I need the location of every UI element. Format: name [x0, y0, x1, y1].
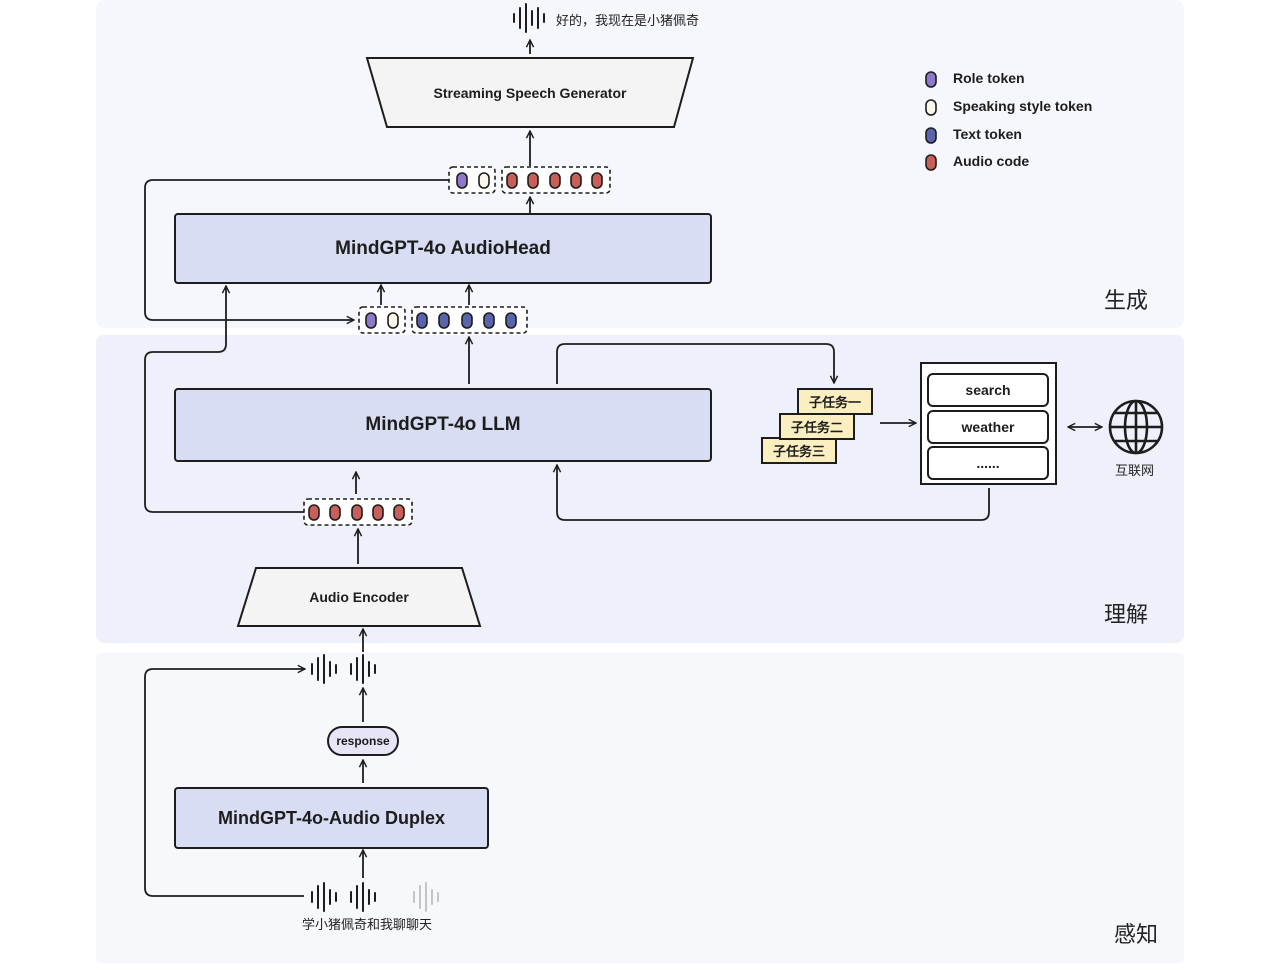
subtask-card: 子任务一 — [797, 388, 873, 415]
audio-code-token — [329, 504, 341, 521]
audio-head-box: MindGPT-4o AudioHead — [174, 213, 712, 284]
audio-code-token — [372, 504, 384, 521]
audio-encoder-shape — [236, 567, 482, 627]
subtask-card: 子任务二 — [779, 413, 855, 440]
legend-role-label: Role token — [953, 70, 1025, 86]
llm-box: MindGPT-4o LLM — [174, 388, 712, 462]
audio-code-token — [591, 172, 603, 189]
legend-style-token — [925, 99, 937, 116]
tool-search: search — [927, 373, 1049, 407]
feedback-connector — [144, 179, 449, 320]
style-token — [387, 312, 399, 329]
response-pill: response — [327, 726, 399, 756]
text-token — [483, 312, 495, 329]
waveform-icon — [311, 882, 376, 912]
tool-more: ...... — [927, 446, 1049, 480]
legend-style-label: Speaking style token — [953, 98, 1093, 114]
speech-generator-shape — [365, 57, 695, 128]
audio-code-token — [527, 172, 539, 189]
text-token — [505, 312, 517, 329]
waveform-icon — [311, 654, 376, 684]
faded-waveform-icon — [413, 882, 439, 912]
waveform-icon — [513, 3, 545, 33]
legend-text-label: Text token — [953, 126, 1022, 142]
text-token — [416, 312, 428, 329]
audio-code-token — [506, 172, 518, 189]
feedback-connector — [144, 286, 304, 513]
audio-code-token — [570, 172, 582, 189]
speech-generator-label: Streaming Speech Generator — [433, 84, 627, 101]
legend-audio-label: Audio code — [953, 153, 1030, 169]
feedback-connector — [144, 669, 305, 897]
role-token — [365, 312, 377, 329]
legend-text-token — [925, 127, 937, 144]
internet-label: 互联网 — [1115, 464, 1155, 479]
section-label-generation: 生成 — [1104, 289, 1149, 314]
duplex-box: MindGPT-4o-Audio Duplex — [174, 787, 489, 849]
audio-code-token — [308, 504, 320, 521]
section-label-understanding: 理解 — [1104, 603, 1149, 628]
audio-code-token — [393, 504, 405, 521]
legend-audio-token — [925, 154, 937, 171]
text-token — [461, 312, 473, 329]
style-token — [478, 172, 490, 189]
input-text: 学小猪佩奇和我聊聊天 — [302, 918, 433, 933]
tool-call-connector — [556, 343, 834, 384]
output-text: 好的，我现在是小猪佩奇 — [556, 14, 700, 29]
subtask-card: 子任务三 — [761, 437, 837, 464]
audio-code-token — [351, 504, 363, 521]
section-label-perception: 感知 — [1114, 923, 1159, 948]
audio-code-token — [549, 172, 561, 189]
legend-role-token — [925, 71, 937, 88]
globe-icon — [1108, 399, 1164, 455]
text-token — [438, 312, 450, 329]
tool-weather: weather — [927, 410, 1049, 444]
role-token — [456, 172, 468, 189]
audio-encoder-label: Audio Encoder — [309, 589, 409, 605]
tool-return-connector — [557, 465, 990, 521]
